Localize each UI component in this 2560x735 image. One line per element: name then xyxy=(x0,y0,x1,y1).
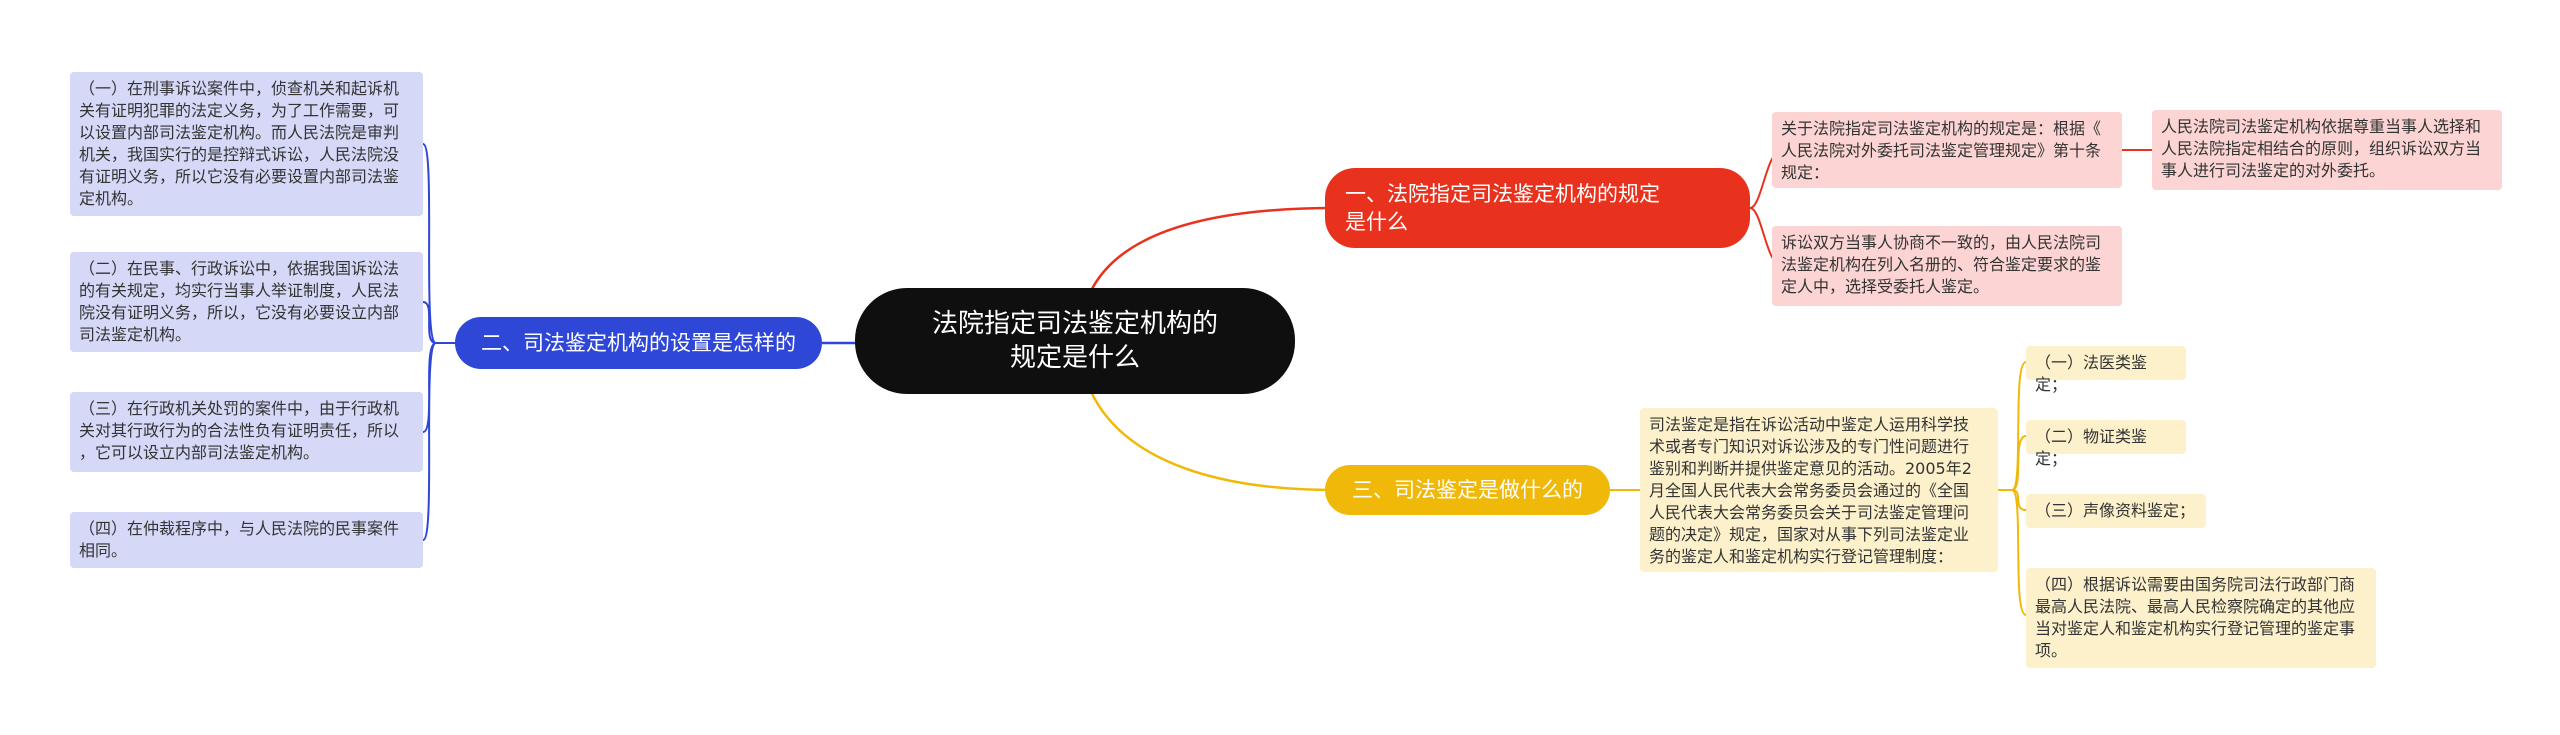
leaf-criminal-cases[interactable]: （一）在刑事诉讼案件中，侦查机关和起诉机 关有证明犯罪的法定义务，为了工作需要，… xyxy=(70,72,423,216)
leaf-audio-visual[interactable]: （三）声像资料鉴定； xyxy=(2026,494,2206,528)
leaf-physical-evidence[interactable]: （二）物证类鉴定； xyxy=(2026,420,2186,468)
link-branch2-leaves xyxy=(422,143,455,541)
link-intro-items xyxy=(1998,361,2027,616)
leaf-forensic-medicine[interactable]: （一）法医类鉴定； xyxy=(2026,346,2186,394)
central-topic[interactable]: 法院指定司法鉴定机构的 规定是什么 xyxy=(855,288,1295,394)
branch-court-designation-rules[interactable]: 一、法院指定司法鉴定机构的规定 是什么 xyxy=(1325,168,1750,248)
branch-institution-setup[interactable]: 二、司法鉴定机构的设置是怎样的 xyxy=(455,317,822,369)
leaf-principle-of-selection[interactable]: 人民法院司法鉴定机构依据尊重当事人选择和 人民法院指定相结合的原则，组织诉讼双方… xyxy=(2152,110,2502,190)
leaf-regulation-article-10[interactable]: 关于法院指定司法鉴定机构的规定是：根据《 人民法院对外委托司法鉴定管理规定》第十… xyxy=(1772,112,2122,188)
leaf-arbitration[interactable]: （四）在仲裁程序中，与人民法院的民事案件 相同。 xyxy=(70,512,423,568)
branch-what-is-judicial-appraisal[interactable]: 三、司法鉴定是做什么的 xyxy=(1325,465,1610,515)
leaf-appraisal-definition[interactable]: 司法鉴定是指在诉讼活动中鉴定人运用科学技 术或者专门知识对诉讼涉及的专门性问题进… xyxy=(1640,408,1998,572)
leaf-civil-administrative[interactable]: （二）在民事、行政诉讼中，依据我国诉讼法 的有关规定，均实行当事人举证制度，人民… xyxy=(70,252,423,352)
leaf-disagreement-rule[interactable]: 诉讼双方当事人协商不一致的，由人民法院司 法鉴定机构在列入名册的、符合鉴定要求的… xyxy=(1772,226,2122,306)
leaf-other-matters[interactable]: （四）根据诉讼需要由国务院司法行政部门商 最高人民法院、最高人民检察院确定的其他… xyxy=(2026,568,2376,668)
leaf-administrative-penalty[interactable]: （三）在行政机关处罚的案件中，由于行政机 关对其行政行为的合法性负有证明责任，所… xyxy=(70,392,423,472)
